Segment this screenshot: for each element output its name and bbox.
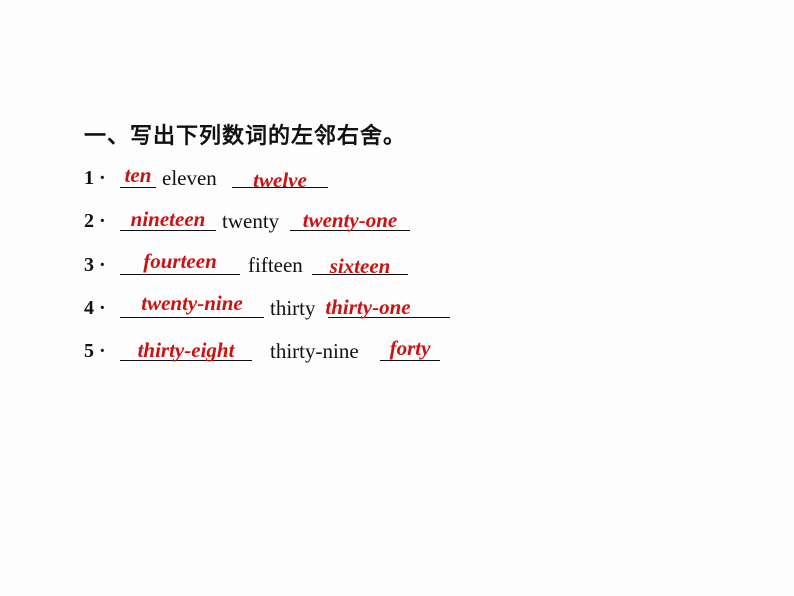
exercise-row-3: 3 · fourteen fifteen sixteen <box>84 249 684 280</box>
answer-before: thirty-eight <box>137 338 235 362</box>
answer-blank-after <box>328 293 450 318</box>
exercise-row-1: 1 · ten eleven twelve <box>84 163 684 193</box>
answer-before: twenty-nine <box>141 291 243 315</box>
answer-after: sixteen <box>329 254 391 278</box>
exercise-row-4: 4 · twenty-nine thirty thirty-one <box>84 291 684 323</box>
answer-blank-before <box>120 206 216 231</box>
item-number: 5 · <box>84 340 106 362</box>
given-number-word: eleven <box>162 166 217 190</box>
answer-blank-before <box>120 336 252 361</box>
item-number: 1 · <box>84 167 106 189</box>
answer-blank-after <box>312 250 408 275</box>
answer-after: twelve <box>253 168 307 192</box>
given-number-word: thirty-nine <box>270 339 359 363</box>
item-number: 3 · <box>84 254 106 276</box>
answer-after: thirty-one <box>325 295 411 319</box>
answer-blank-after <box>380 336 440 361</box>
answer-blank-after <box>290 206 410 231</box>
given-number-word: twenty <box>222 209 280 233</box>
answer-after: forty <box>389 336 431 360</box>
exercise-row-2: 2 · nineteen twenty twenty-one <box>84 206 684 236</box>
item-number: 4 · <box>84 297 106 319</box>
answer-blank-before <box>120 163 156 188</box>
given-number-word: fifteen <box>248 253 303 277</box>
answer-before: ten <box>124 163 152 187</box>
given-number-word: thirty <box>270 296 316 320</box>
exercise-heading: 一、写出下列数词的左邻右舍。 <box>84 124 407 149</box>
answer-blank-before <box>120 293 264 318</box>
answer-blank-after <box>232 163 328 188</box>
exercise-row-5: 5 · thirty-eight thirty-nine forty <box>84 336 684 366</box>
answer-before: fourteen <box>143 249 217 273</box>
answer-before: nineteen <box>130 207 206 231</box>
item-number: 2 · <box>84 210 106 232</box>
answer-blank-before <box>120 250 240 275</box>
answer-after: twenty-one <box>302 208 398 232</box>
